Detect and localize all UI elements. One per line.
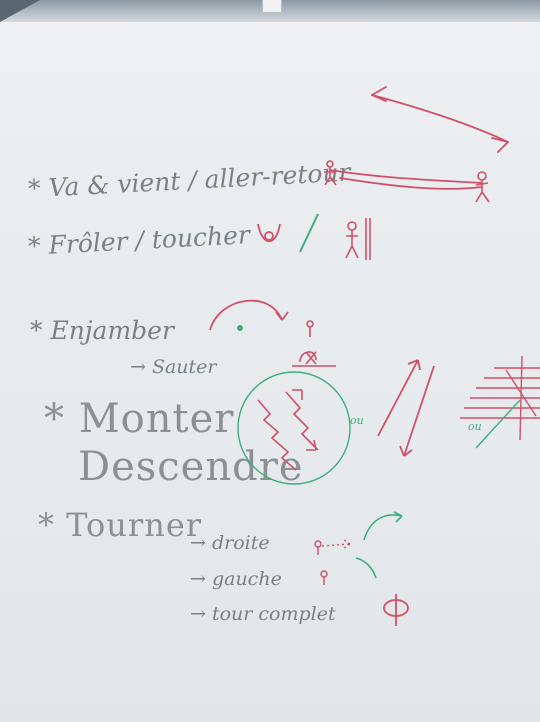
board-clip bbox=[262, 0, 282, 13]
dotted-arrow bbox=[321, 539, 351, 549]
text-sauter: → Sauter bbox=[130, 356, 217, 378]
text-tour-complet: → tour complet bbox=[190, 603, 336, 625]
label-ou-2: ou bbox=[468, 420, 482, 433]
sauter-figure bbox=[292, 320, 336, 367]
text-descendre: Descendre bbox=[78, 444, 304, 490]
green-slash bbox=[299, 213, 319, 253]
green-circle bbox=[237, 371, 351, 485]
frame-corner bbox=[0, 0, 40, 22]
stick-figure-left bbox=[324, 160, 337, 186]
turn-right-arrow bbox=[355, 511, 403, 579]
text-tourner: * Tourner bbox=[38, 506, 203, 544]
arrow-aller-retour bbox=[329, 86, 509, 190]
text-gauche: → gauche bbox=[190, 568, 282, 590]
staircase bbox=[460, 355, 540, 441]
enjamber-arc bbox=[209, 299, 289, 331]
diagonal-arrows bbox=[377, 359, 435, 457]
cup-figure bbox=[257, 223, 281, 243]
tour-complet-symbol bbox=[383, 594, 409, 626]
small-figures bbox=[314, 540, 328, 585]
wall-figure bbox=[345, 218, 371, 260]
label-ou-1: ou bbox=[350, 414, 364, 427]
text-enjamber: * Enjamber bbox=[30, 316, 174, 345]
stick-figure-right bbox=[475, 171, 490, 203]
green-stair-line bbox=[475, 399, 521, 449]
green-dot bbox=[237, 325, 243, 331]
text-droite: → droite bbox=[190, 532, 270, 554]
text-monter: * Monter bbox=[44, 396, 235, 442]
zigzag-arrows bbox=[257, 389, 319, 471]
